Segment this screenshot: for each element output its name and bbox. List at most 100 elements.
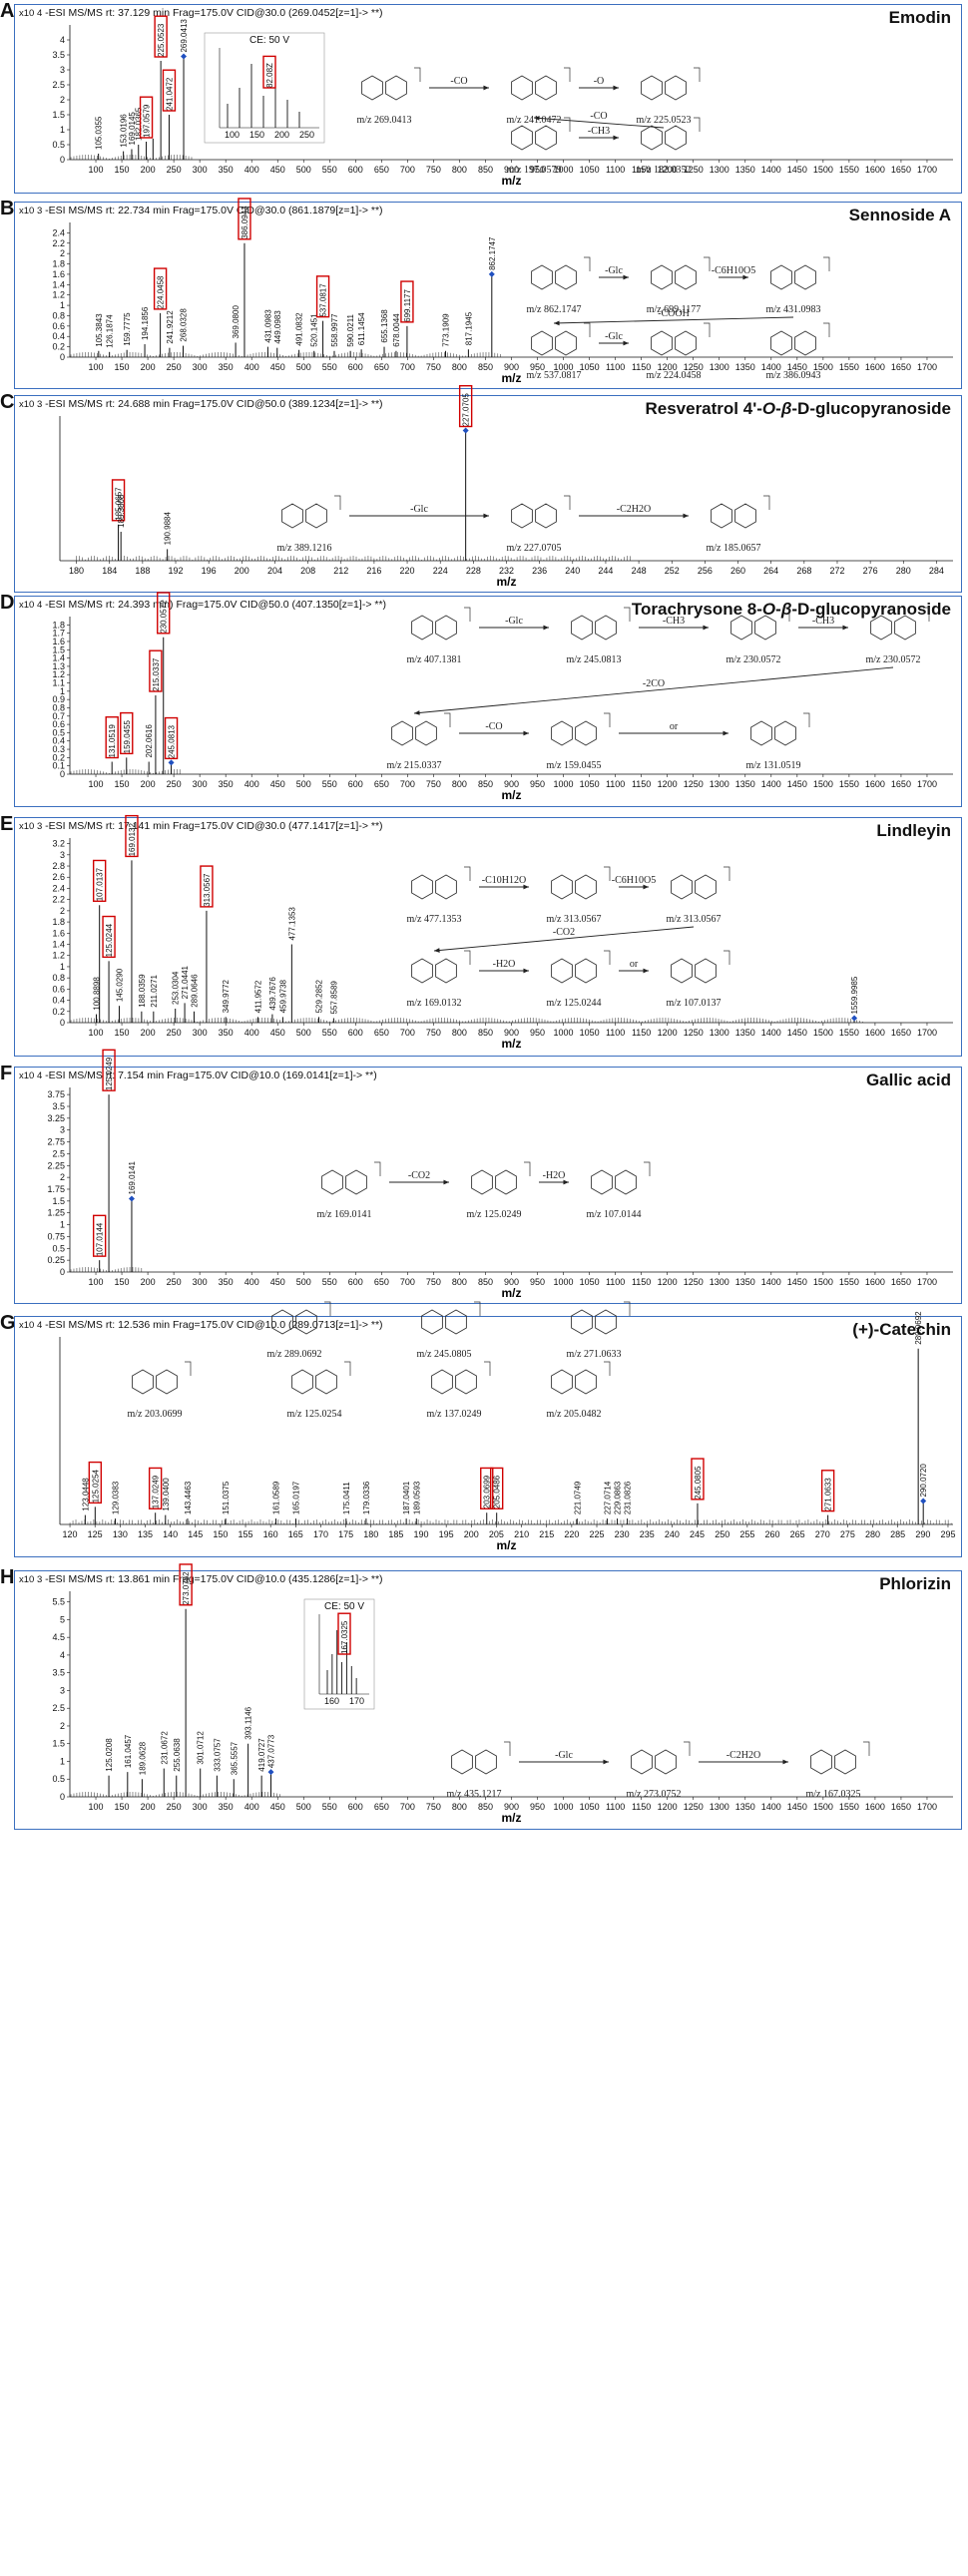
charge-bracket bbox=[644, 1161, 651, 1176]
x-tick-label: 1600 bbox=[865, 779, 885, 789]
peak-label-box bbox=[149, 649, 163, 692]
molecule-ring bbox=[411, 874, 433, 900]
x-tick-label: 450 bbox=[270, 1802, 285, 1812]
reaction-loss-label: -CH3 bbox=[812, 616, 834, 627]
x-axis-label: m/z bbox=[501, 788, 521, 802]
peak-label: 153.0196 bbox=[120, 114, 129, 148]
molecule-ring bbox=[156, 1369, 178, 1395]
x-tick-label: 850 bbox=[478, 1802, 493, 1812]
charge-bracket bbox=[823, 256, 830, 271]
panel-letter: F bbox=[0, 1063, 13, 1084]
y-tick-label: 1.2 bbox=[52, 669, 65, 679]
y-tick-label: 1 bbox=[60, 125, 65, 135]
x-tick-label: 1600 bbox=[865, 1028, 885, 1038]
peak-label: 333.0757 bbox=[213, 1738, 222, 1772]
x-tick-label: 290 bbox=[915, 1529, 930, 1539]
x-tick-label: 1000 bbox=[554, 362, 574, 372]
fragment-mz-label: m/z 537.0817 bbox=[527, 370, 582, 381]
peak-label-box bbox=[458, 384, 473, 428]
peak-label: 161.0589 bbox=[272, 1481, 281, 1514]
x-tick-label: 1700 bbox=[917, 1802, 937, 1812]
molecule-ring bbox=[471, 1169, 493, 1195]
panel-header: x10 3 -ESI MS/MS rt: 17.141 min Frag=175… bbox=[19, 820, 383, 832]
molecule-ring bbox=[531, 330, 553, 356]
peak-label-box bbox=[105, 716, 119, 759]
y-tick-label: 0.2 bbox=[52, 1007, 65, 1017]
molecule-ring bbox=[271, 1309, 293, 1335]
fragment-mz-label: m/z 435.1217 bbox=[447, 1789, 502, 1800]
panel-letter: G bbox=[0, 1312, 16, 1334]
y-tick-label: 1.1 bbox=[52, 678, 65, 688]
molecule-ring bbox=[551, 720, 573, 746]
x-tick-label: 180 bbox=[363, 1529, 378, 1539]
fragment-mz-label: m/z 225.0523 bbox=[637, 115, 692, 126]
x-tick-label: 1600 bbox=[865, 1802, 885, 1812]
x-tick-label: 252 bbox=[665, 566, 680, 576]
peak-label: 185.0657 bbox=[115, 487, 124, 521]
x-tick-label: 1150 bbox=[632, 362, 651, 372]
charge-bracket bbox=[604, 712, 611, 727]
x-tick-label: 1150 bbox=[632, 779, 651, 789]
x-tick-label: 500 bbox=[296, 1277, 311, 1287]
compound-title: Phlorizin bbox=[879, 1574, 951, 1593]
x-tick-label: 236 bbox=[532, 566, 547, 576]
panel-header: x10 4 -ESI MS/MS rt: 24.393 min) Frag=17… bbox=[19, 599, 387, 611]
charge-bracket bbox=[724, 866, 730, 881]
y-tick-label: 1.5 bbox=[52, 644, 65, 654]
reaction-loss-label: or bbox=[670, 721, 679, 732]
peak-label: 241.0472 bbox=[165, 77, 174, 111]
panel-header: x10 4 -ESI MS/MS rt: 7.154 min Frag=175.… bbox=[19, 1070, 377, 1081]
y-tick-label: 1.75 bbox=[47, 1184, 65, 1194]
y-tick-label: 3 bbox=[60, 65, 65, 75]
charge-bracket bbox=[704, 322, 711, 337]
molecule-ring bbox=[631, 1749, 653, 1775]
molecule-ring bbox=[431, 1369, 453, 1395]
peak-label: 126.1874 bbox=[106, 314, 115, 348]
x-tick-label: 850 bbox=[478, 165, 493, 175]
y-tick-label: 0 bbox=[60, 352, 65, 362]
x-tick-label: 1500 bbox=[813, 1802, 833, 1812]
peak-label: 245.0813 bbox=[168, 724, 177, 758]
arrow-head bbox=[483, 85, 489, 91]
y-tick-label: 1 bbox=[60, 1220, 65, 1230]
y-tick-label: 0.7 bbox=[52, 711, 65, 721]
molecule-ring bbox=[571, 1309, 593, 1335]
arrow-head bbox=[443, 1179, 449, 1185]
x-tick-label: 184 bbox=[102, 566, 117, 576]
x-tick-label: 250 bbox=[167, 1028, 182, 1038]
y-tick-label: 0.8 bbox=[52, 702, 65, 712]
peak-label-box bbox=[120, 711, 134, 755]
molecule-ring bbox=[421, 1309, 443, 1335]
peak-label: 271.0441 bbox=[181, 965, 190, 999]
x-tick-label: 1650 bbox=[891, 1277, 911, 1287]
peak-label-box bbox=[162, 69, 177, 112]
charge-bracket bbox=[604, 866, 611, 881]
compound-title: Gallic acid bbox=[865, 1071, 951, 1089]
y-tick-label: 5 bbox=[60, 1614, 65, 1624]
y-tick-label: 0 bbox=[60, 155, 65, 165]
y-tick-label: 1 bbox=[60, 686, 65, 696]
fragment-mz-label: m/z 289.0692 bbox=[267, 1349, 322, 1360]
charge-bracket bbox=[374, 1161, 381, 1176]
arrow-head bbox=[563, 1179, 569, 1185]
x-tick-label: 500 bbox=[296, 1802, 311, 1812]
charge-bracket bbox=[414, 67, 421, 82]
x-tick-label: 950 bbox=[530, 1277, 545, 1287]
x-tick-label: 850 bbox=[478, 362, 493, 372]
y-tick-label: 1.6 bbox=[52, 269, 65, 279]
y-tick-label: 0.6 bbox=[52, 719, 65, 729]
x-tick-label: 650 bbox=[374, 1802, 389, 1812]
arrow-head bbox=[523, 884, 529, 890]
x-tick-label: 256 bbox=[698, 566, 713, 576]
y-tick-label: 2.5 bbox=[52, 1703, 65, 1713]
x-tick-label: 200 bbox=[141, 1802, 156, 1812]
peak-label: 159.7775 bbox=[123, 312, 132, 346]
charge-bracket bbox=[624, 607, 631, 622]
peak-label: 143.4463 bbox=[184, 1481, 193, 1514]
x-axis-label: m/z bbox=[501, 1811, 521, 1825]
x-tick-label: 600 bbox=[348, 1277, 363, 1287]
x-tick-label: 200 bbox=[464, 1529, 479, 1539]
x-tick-label: 200 bbox=[141, 165, 156, 175]
fragment-mz-label: m/z 386.0943 bbox=[766, 370, 821, 381]
